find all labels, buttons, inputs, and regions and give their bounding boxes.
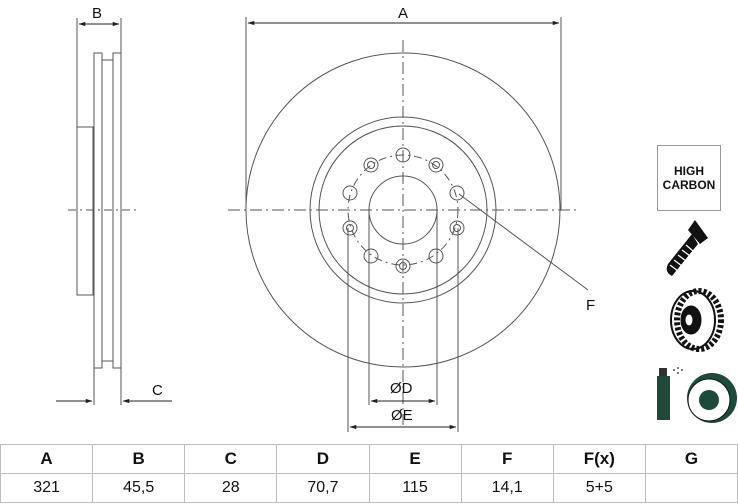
label-c: C — [152, 382, 163, 399]
value-a: 321 — [0, 473, 94, 503]
brake-disc-technical-drawing: B C — [56, 5, 737, 432]
header-e: E — [368, 444, 462, 474]
label-e: ØE — [391, 407, 413, 424]
table-row: 321 45,5 28 70,7 115 14,1 5+5 — [0, 473, 738, 503]
label-f: F — [586, 297, 595, 314]
value-fx: 5+5 — [552, 473, 646, 503]
value-b: 45,5 — [92, 473, 186, 503]
bolt-holes — [342, 147, 465, 274]
value-f: 14,1 — [460, 473, 554, 503]
label-a: A — [398, 5, 408, 22]
header-b: B — [92, 444, 186, 474]
screw-icon — [666, 220, 708, 276]
header-g: G — [644, 444, 738, 474]
high-carbon-line1: HIGH — [674, 164, 704, 178]
value-c: 28 — [184, 473, 278, 503]
vented-disc-icon — [670, 288, 724, 352]
high-carbon-line2: CARBON — [662, 178, 716, 192]
value-d: 70,7 — [276, 473, 370, 503]
side-view — [56, 18, 172, 405]
header-a: A — [0, 444, 94, 474]
header-f: F — [460, 444, 554, 474]
header-fx: F(x) — [552, 444, 646, 474]
header-d: D — [276, 444, 370, 474]
table-header-row: A B C D E F F(x) G — [0, 444, 738, 474]
coated-disc-spray-icon — [657, 367, 737, 423]
value-e: 115 — [368, 473, 462, 503]
high-carbon-badge: HIGH CARBON — [657, 145, 721, 211]
label-b: B — [92, 5, 102, 22]
label-d: ØD — [390, 380, 413, 397]
front-view — [228, 17, 589, 432]
header-c: C — [184, 444, 278, 474]
value-g — [644, 473, 738, 503]
specs-table: A B C D E F F(x) G 321 45,5 28 70,7 115 … — [0, 444, 738, 503]
